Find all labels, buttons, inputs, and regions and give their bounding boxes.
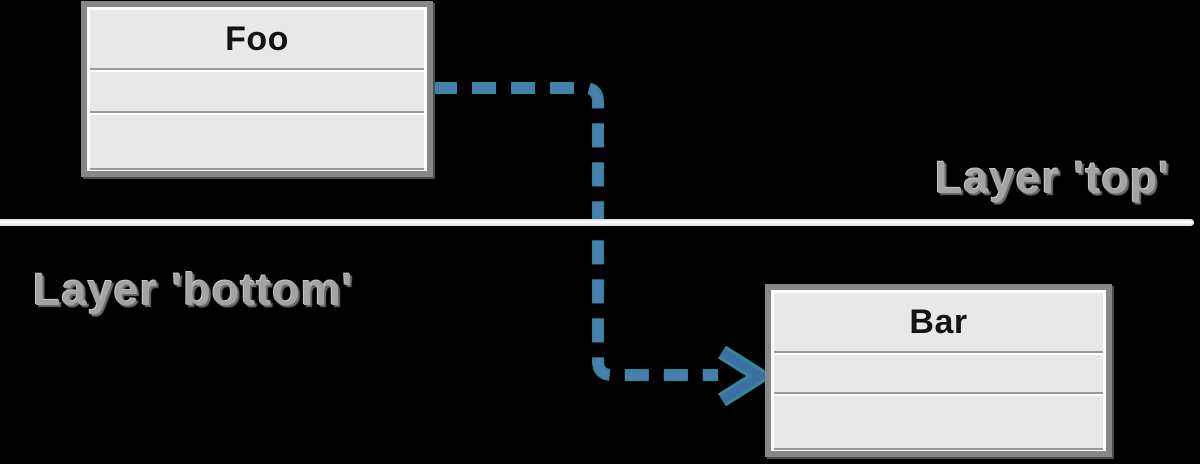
connector-path [433, 84, 718, 379]
foo-box-empty-row [90, 72, 424, 112]
connector-arrowhead-icon [719, 348, 769, 404]
connector-path-edge [433, 82, 718, 381]
layer-bottom-label: Layer 'bottom' [33, 264, 354, 315]
layer-divider-line [0, 219, 1194, 226]
bar-box: Bar [765, 284, 1112, 457]
foo-box-title: Foo [90, 10, 424, 68]
bar-box-empty-row [774, 396, 1103, 448]
bar-box-body: Bar [771, 290, 1106, 451]
bar-box-empty-row [774, 355, 1103, 393]
layer-top-label: Layer 'top' [935, 152, 1170, 203]
bar-box-title: Bar [774, 293, 1103, 351]
foo-box-body: Foo [87, 7, 427, 171]
foo-box-empty-row [90, 115, 424, 168]
foo-box: Foo [81, 1, 433, 177]
